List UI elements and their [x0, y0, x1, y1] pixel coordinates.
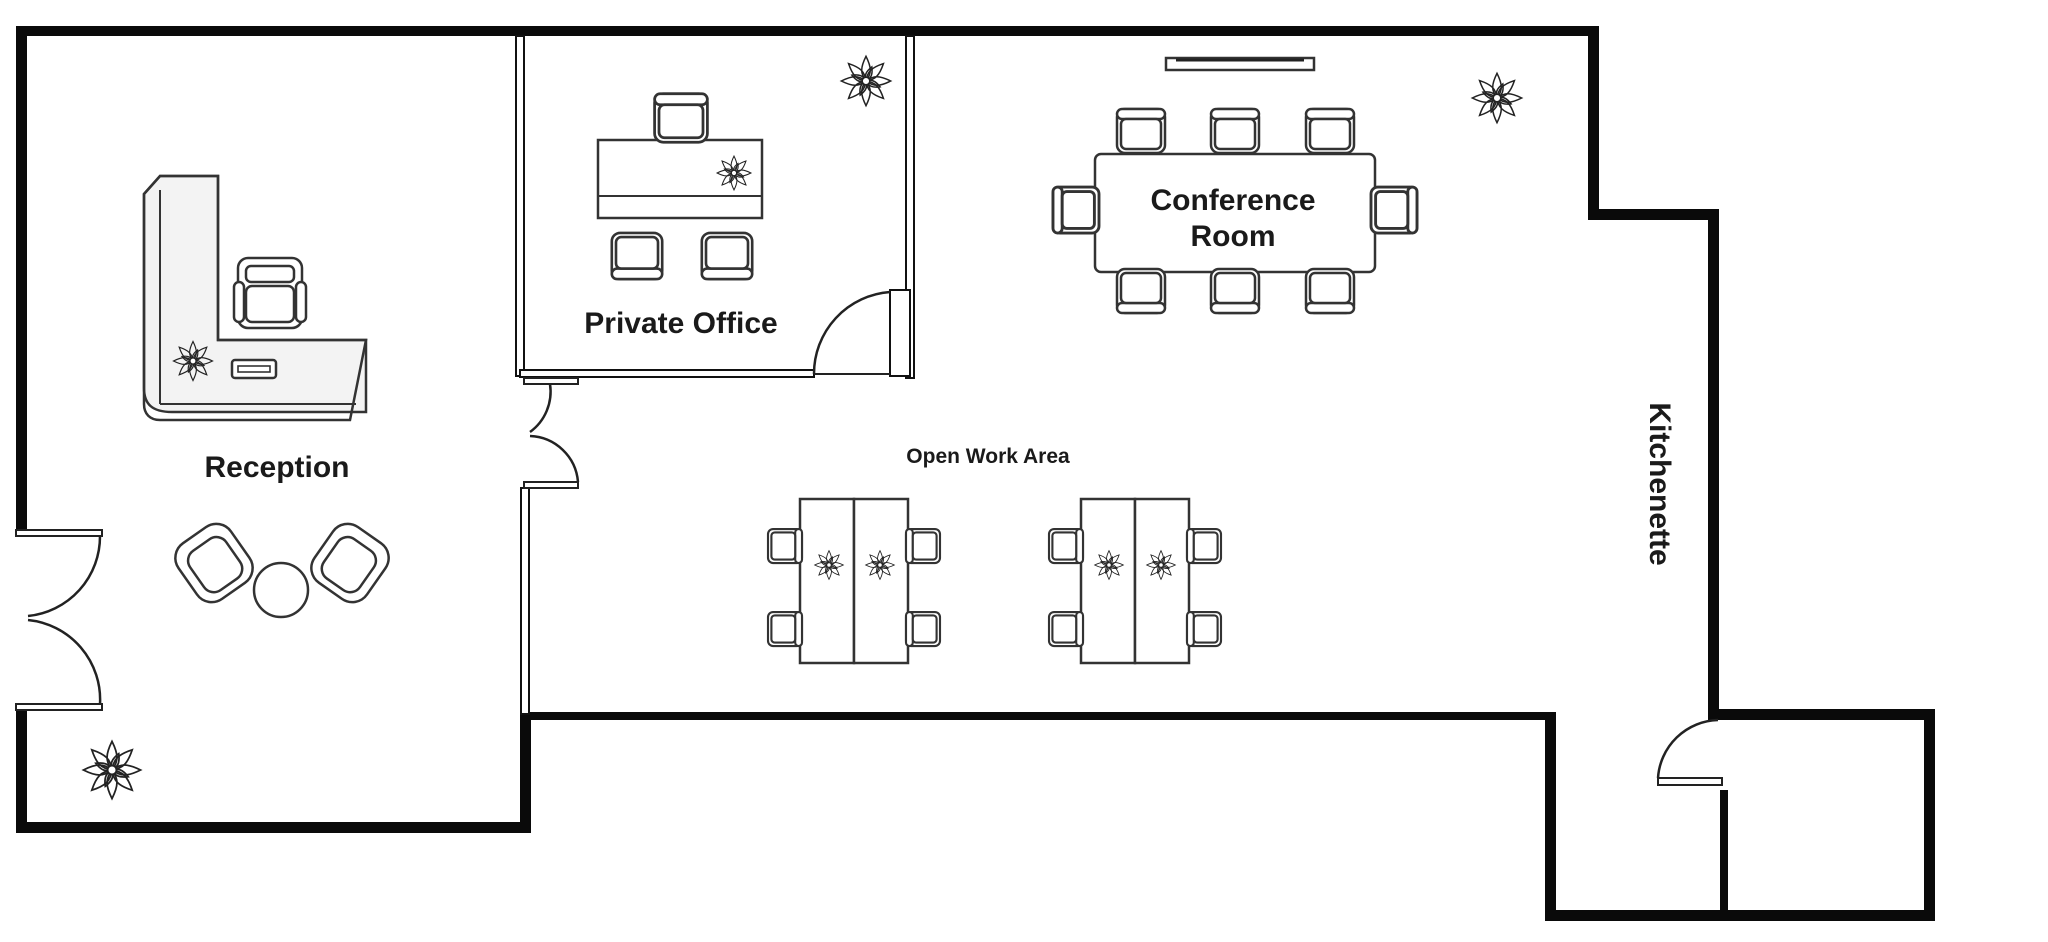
room-label-private-office: Private Office	[584, 307, 777, 340]
reception-desk	[142, 174, 368, 422]
private-office-guest-chair	[700, 231, 754, 281]
kitchenette-door[interactable]	[1656, 718, 1723, 786]
tv-screen-icon	[1164, 56, 1316, 72]
reception-door[interactable]	[523, 377, 580, 489]
room-label-conference-line2: Room	[1191, 220, 1276, 253]
workstation-cluster-right	[1047, 497, 1223, 665]
room-label-kitchenette: Kitchenette	[1643, 402, 1676, 565]
reception-desk-chair	[232, 256, 308, 330]
reception-coffee-table	[252, 561, 310, 619]
private-office-desk	[596, 138, 764, 220]
plant-icon	[82, 740, 142, 800]
plant-icon	[840, 55, 892, 107]
walls	[16, 26, 1935, 921]
plant-icon	[1471, 72, 1523, 124]
room-label-open-work-area: Open Work Area	[906, 445, 1070, 468]
room-label-reception: Reception	[204, 451, 349, 484]
monitor-icon	[230, 358, 278, 380]
reception-armchair-right	[303, 515, 397, 611]
room-label-conference-line1: Conference	[1150, 184, 1315, 217]
private-office-door[interactable]	[812, 290, 891, 375]
reception-armchair-left	[167, 515, 261, 611]
private-office-desk-chair	[653, 92, 709, 144]
entrance-double-door[interactable]	[15, 529, 103, 711]
private-office-guest-chair	[610, 231, 664, 281]
workstation-cluster-left	[766, 497, 942, 665]
